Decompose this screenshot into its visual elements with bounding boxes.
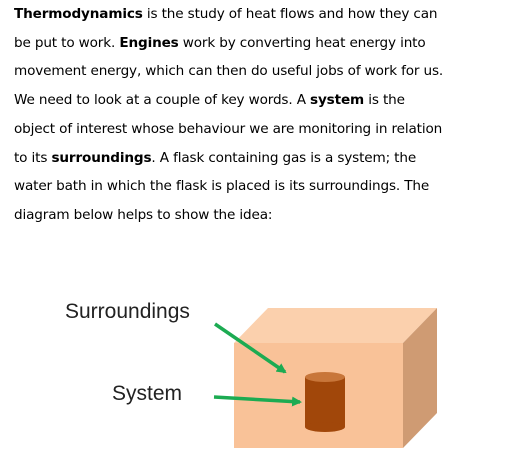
text-run: diagram below helps to show the idea:: [14, 206, 273, 223]
keyword-surroundings: surroundings: [51, 149, 152, 166]
surroundings-label: Surroundings: [65, 300, 190, 323]
paragraph-line: movement energy, which can then do usefu…: [14, 57, 506, 86]
paragraph-line: Thermodynamics is the study of heat flow…: [14, 0, 506, 29]
keyword-system: system: [310, 92, 365, 109]
text-run: is the study of heat flows and how they …: [142, 6, 438, 22]
paragraph-line: be put to work. Engines work by converti…: [14, 29, 506, 58]
paragraph-line: water bath in which the flask is placed …: [14, 172, 506, 201]
flask-cylinder-top: [305, 372, 345, 382]
text-run: . A flask containing gas is a system; th…: [151, 149, 417, 166]
paragraph-line: We need to look at a couple of key words…: [14, 86, 506, 115]
box-side-face: [403, 308, 437, 448]
text-run: We need to look at a couple of key words…: [14, 92, 311, 109]
keyword-thermodynamics: Thermodynamics: [14, 6, 143, 22]
box-top-face: [234, 308, 437, 343]
system-label: System: [112, 382, 182, 405]
text-run: object of interest whose behaviour we ar…: [14, 120, 443, 137]
text-run: is the: [364, 92, 405, 109]
paragraph-line: object of interest whose behaviour we ar…: [14, 115, 506, 144]
paragraph-line: diagram below helps to show the idea:: [14, 201, 506, 230]
flask-cylinder-body: [305, 377, 345, 427]
text-run: to its: [14, 149, 52, 166]
flask-cylinder-bottom: [305, 422, 345, 432]
intro-paragraph: Thermodynamics is the study of heat flow…: [14, 0, 506, 230]
paragraph-line: to its surroundings. A flask containing …: [14, 144, 506, 173]
system-arrow: [213, 395, 302, 407]
text-run: movement energy, which can then do usefu…: [14, 63, 444, 80]
text-run: work by converting heat energy into: [178, 34, 426, 51]
surroundings-arrow: [214, 322, 287, 374]
text-run: water bath in which the flask is placed …: [14, 178, 430, 195]
keyword-engines: Engines: [119, 34, 179, 51]
text-run: be put to work.: [14, 34, 120, 51]
